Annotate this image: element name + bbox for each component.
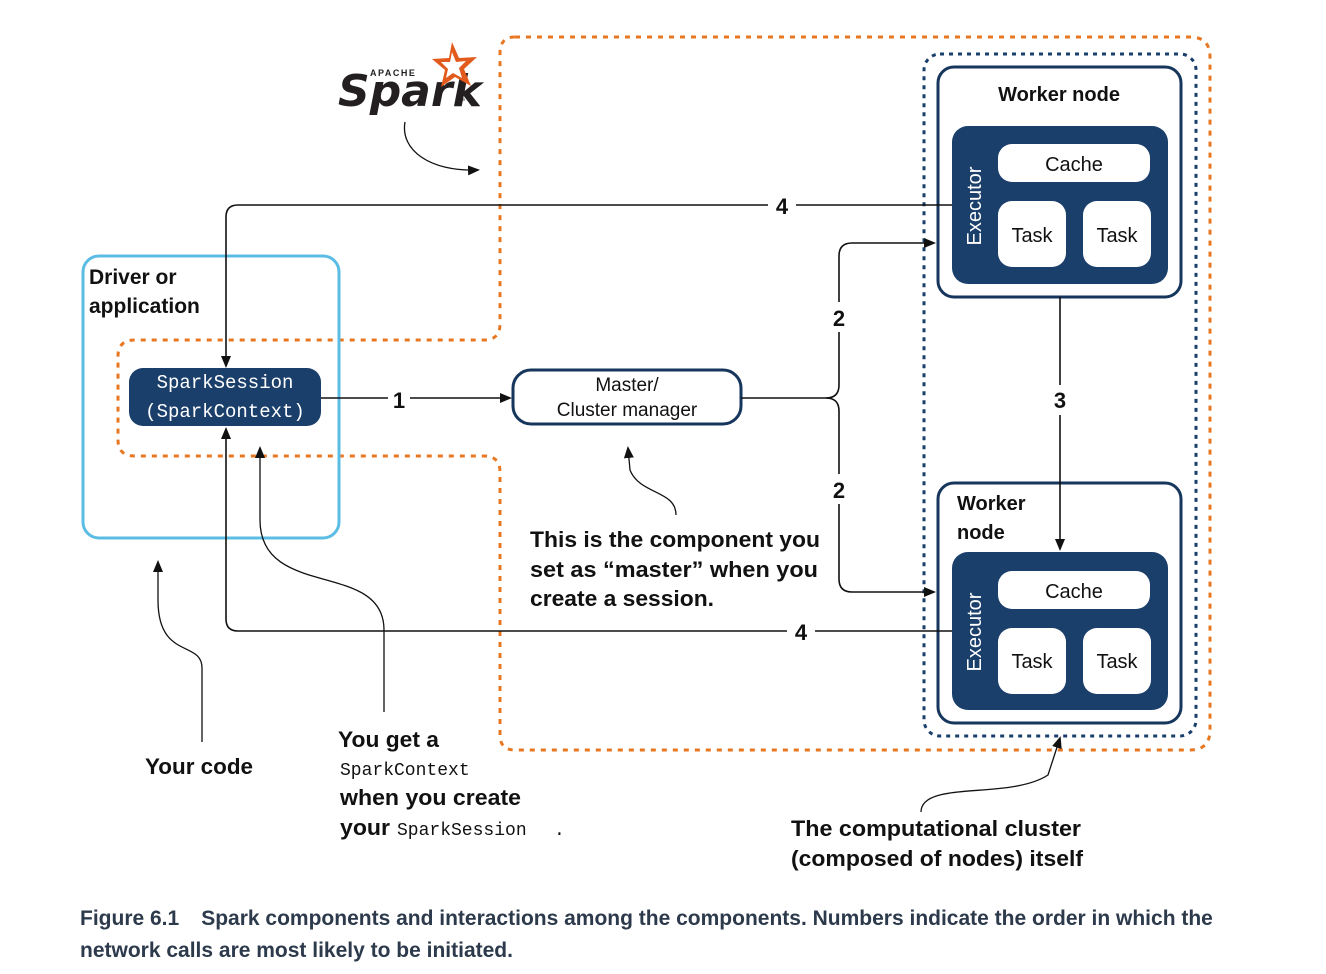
step-1-label: 1 bbox=[393, 388, 405, 413]
logo-pointer-arrow bbox=[403, 121, 480, 176]
task-1a-label: Task bbox=[1011, 225, 1053, 247]
task-2a bbox=[998, 628, 1066, 694]
driver-title-line-1: Driver or bbox=[89, 266, 177, 289]
cluster-note-line-1: The computational cluster bbox=[791, 816, 1081, 841]
step-4-top-label: 4 bbox=[776, 194, 789, 219]
worker-2-title-line-2: node bbox=[957, 522, 1005, 544]
pointer-cluster bbox=[920, 736, 1062, 813]
worker-node-1: Worker node Executor Cache Task Task bbox=[936, 65, 1183, 299]
master-box: Master/ Cluster manager bbox=[511, 368, 743, 426]
task-2b bbox=[1083, 628, 1151, 694]
master-line-1: Master/ bbox=[595, 375, 659, 396]
step-4-bottom-label: 4 bbox=[795, 620, 808, 645]
pointer-your-code bbox=[153, 560, 203, 742]
executor-1-label: Executor bbox=[964, 166, 986, 245]
worker-2-title-line-1: Worker bbox=[957, 493, 1026, 515]
cluster-note: The computational cluster (composed of n… bbox=[791, 816, 1084, 871]
cluster-boundary bbox=[922, 52, 1198, 738]
pointer-master bbox=[623, 446, 677, 516]
your-code-note: Your code bbox=[145, 754, 253, 779]
spark-session-line-2: (SparkContext) bbox=[145, 401, 305, 423]
master-line-2: Cluster manager bbox=[557, 400, 698, 421]
master-note-line-3: create a session. bbox=[530, 586, 714, 611]
worker-1-title: Worker node bbox=[998, 84, 1120, 106]
arrow-step-4-bottom bbox=[221, 427, 952, 632]
master-note-line-1: This is the component you bbox=[530, 527, 820, 552]
master-note-line-2: set as “master” when you bbox=[530, 557, 818, 582]
task-1b bbox=[1083, 201, 1151, 267]
cache-2-label: Cache bbox=[1045, 581, 1103, 603]
pointer-spark-context bbox=[255, 446, 385, 712]
cluster-note-line-2: (composed of nodes) itself bbox=[791, 846, 1084, 871]
arrow-step-2-bottom bbox=[825, 397, 936, 597]
spark-session-box: SparkSession (SparkContext) bbox=[129, 368, 321, 426]
executor-2-label: Executor bbox=[964, 592, 986, 671]
spark-session-line-1: SparkSession bbox=[157, 372, 294, 394]
spark-context-note-line-4-mono: SparkSession bbox=[397, 821, 527, 841]
spark-context-note-line-1: You get a bbox=[338, 727, 440, 752]
logo-trademark: ™ bbox=[458, 98, 465, 105]
cache-2 bbox=[998, 571, 1150, 609]
logo-apache-text: APACHE bbox=[370, 68, 416, 78]
arrow-step-4-top bbox=[221, 204, 952, 368]
cache-1 bbox=[998, 144, 1150, 182]
task-1a bbox=[998, 201, 1066, 267]
spark-context-note-line-3: when you create bbox=[339, 785, 521, 810]
spark-boundary bbox=[116, 35, 1212, 752]
task-2b-label: Task bbox=[1096, 651, 1138, 673]
figure-number: Figure 6.1 bbox=[80, 907, 180, 930]
apache-spark-logo: APACHE Spark ™ bbox=[338, 42, 485, 117]
spark-context-note: You get a SparkContext when you create y… bbox=[338, 727, 565, 841]
figure-caption-text: Spark components and interactions among … bbox=[80, 907, 1213, 962]
step-3-label: 3 bbox=[1054, 388, 1066, 413]
spark-context-note-line-4-bold: your bbox=[340, 815, 390, 840]
cache-1-label: Cache bbox=[1045, 154, 1103, 176]
driver-title-line-2: application bbox=[89, 295, 200, 318]
spark-context-note-line-2: SparkContext bbox=[340, 761, 470, 781]
task-2a-label: Task bbox=[1011, 651, 1053, 673]
task-1b-label: Task bbox=[1096, 225, 1138, 247]
spark-context-note-line-4-end: . bbox=[554, 821, 565, 841]
step-2-bottom-label: 2 bbox=[833, 478, 845, 503]
master-note: This is the component you set as “master… bbox=[530, 527, 820, 611]
step-2-top-label: 2 bbox=[833, 306, 845, 331]
driver-box: Driver or application bbox=[81, 254, 341, 540]
worker-node-2: Worker node Executor Cache Task Task bbox=[936, 481, 1183, 725]
